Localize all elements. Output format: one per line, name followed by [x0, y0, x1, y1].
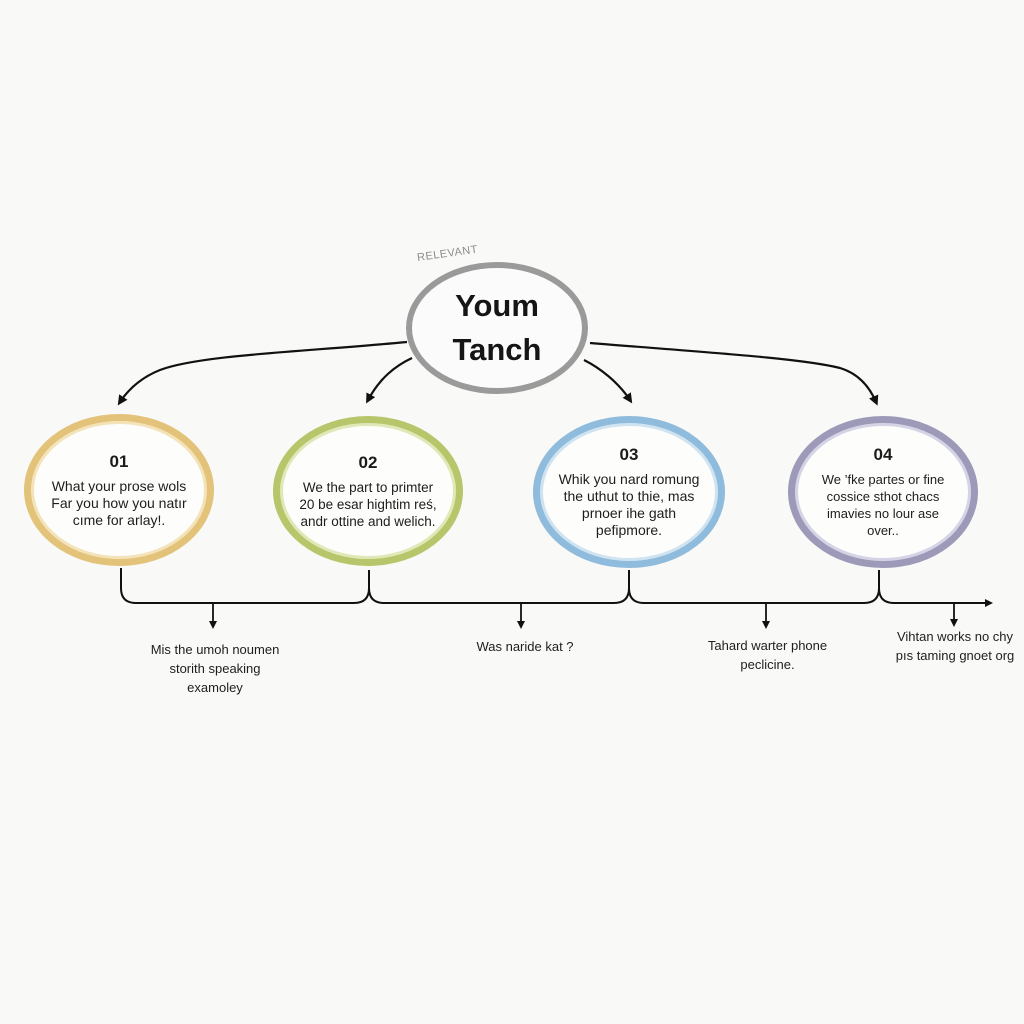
step-node-04: 04 We ’fke partes or fine cossice sthot … — [788, 416, 978, 568]
outcome-label-4: Vihtan works no chy pıs taming gnoet org — [895, 629, 1015, 663]
step-number: 03 — [619, 445, 639, 464]
root-node: Youm Tanch — [406, 262, 588, 394]
step-node-01: 01 What your prose wols Far you how you … — [24, 414, 214, 566]
outcome-label-1: Mis the umoh noumen storith speaking exa… — [150, 642, 280, 695]
outcome-label-2: Was naride kat ? — [476, 639, 574, 654]
step-node-02: 02 We the part to primter 20 be esar hig… — [273, 416, 463, 566]
arrow-root-to-step-4 — [589, 341, 879, 406]
step-description: What your prose wols Far you how you nat… — [51, 477, 187, 528]
arrow-root-to-step-3 — [583, 359, 633, 404]
step-number: 02 — [358, 452, 378, 472]
arrow-root-to-step-2 — [366, 357, 413, 404]
step-node-03: 03 Whik you nard romung the uthut to thi… — [533, 416, 725, 568]
root-caption: RELEVANT — [416, 243, 479, 264]
step-description: We ’fke partes or fine cossice sthot cha… — [821, 472, 945, 538]
bracket-timeline — [120, 568, 984, 604]
root-title-line-2: Tanch — [452, 332, 542, 367]
arrow-root-to-step-1 — [117, 340, 408, 406]
step-description: We the part to primter 20 be esar highti… — [299, 479, 437, 529]
step-description: Whik you nard romung the uthut to thie, … — [558, 471, 700, 538]
outcome-label-3: Tahard warter phone peclicine. — [707, 638, 828, 672]
step-number: 01 — [109, 451, 129, 471]
root-title-line-1: Youm — [455, 288, 539, 323]
step-number: 04 — [873, 445, 893, 464]
